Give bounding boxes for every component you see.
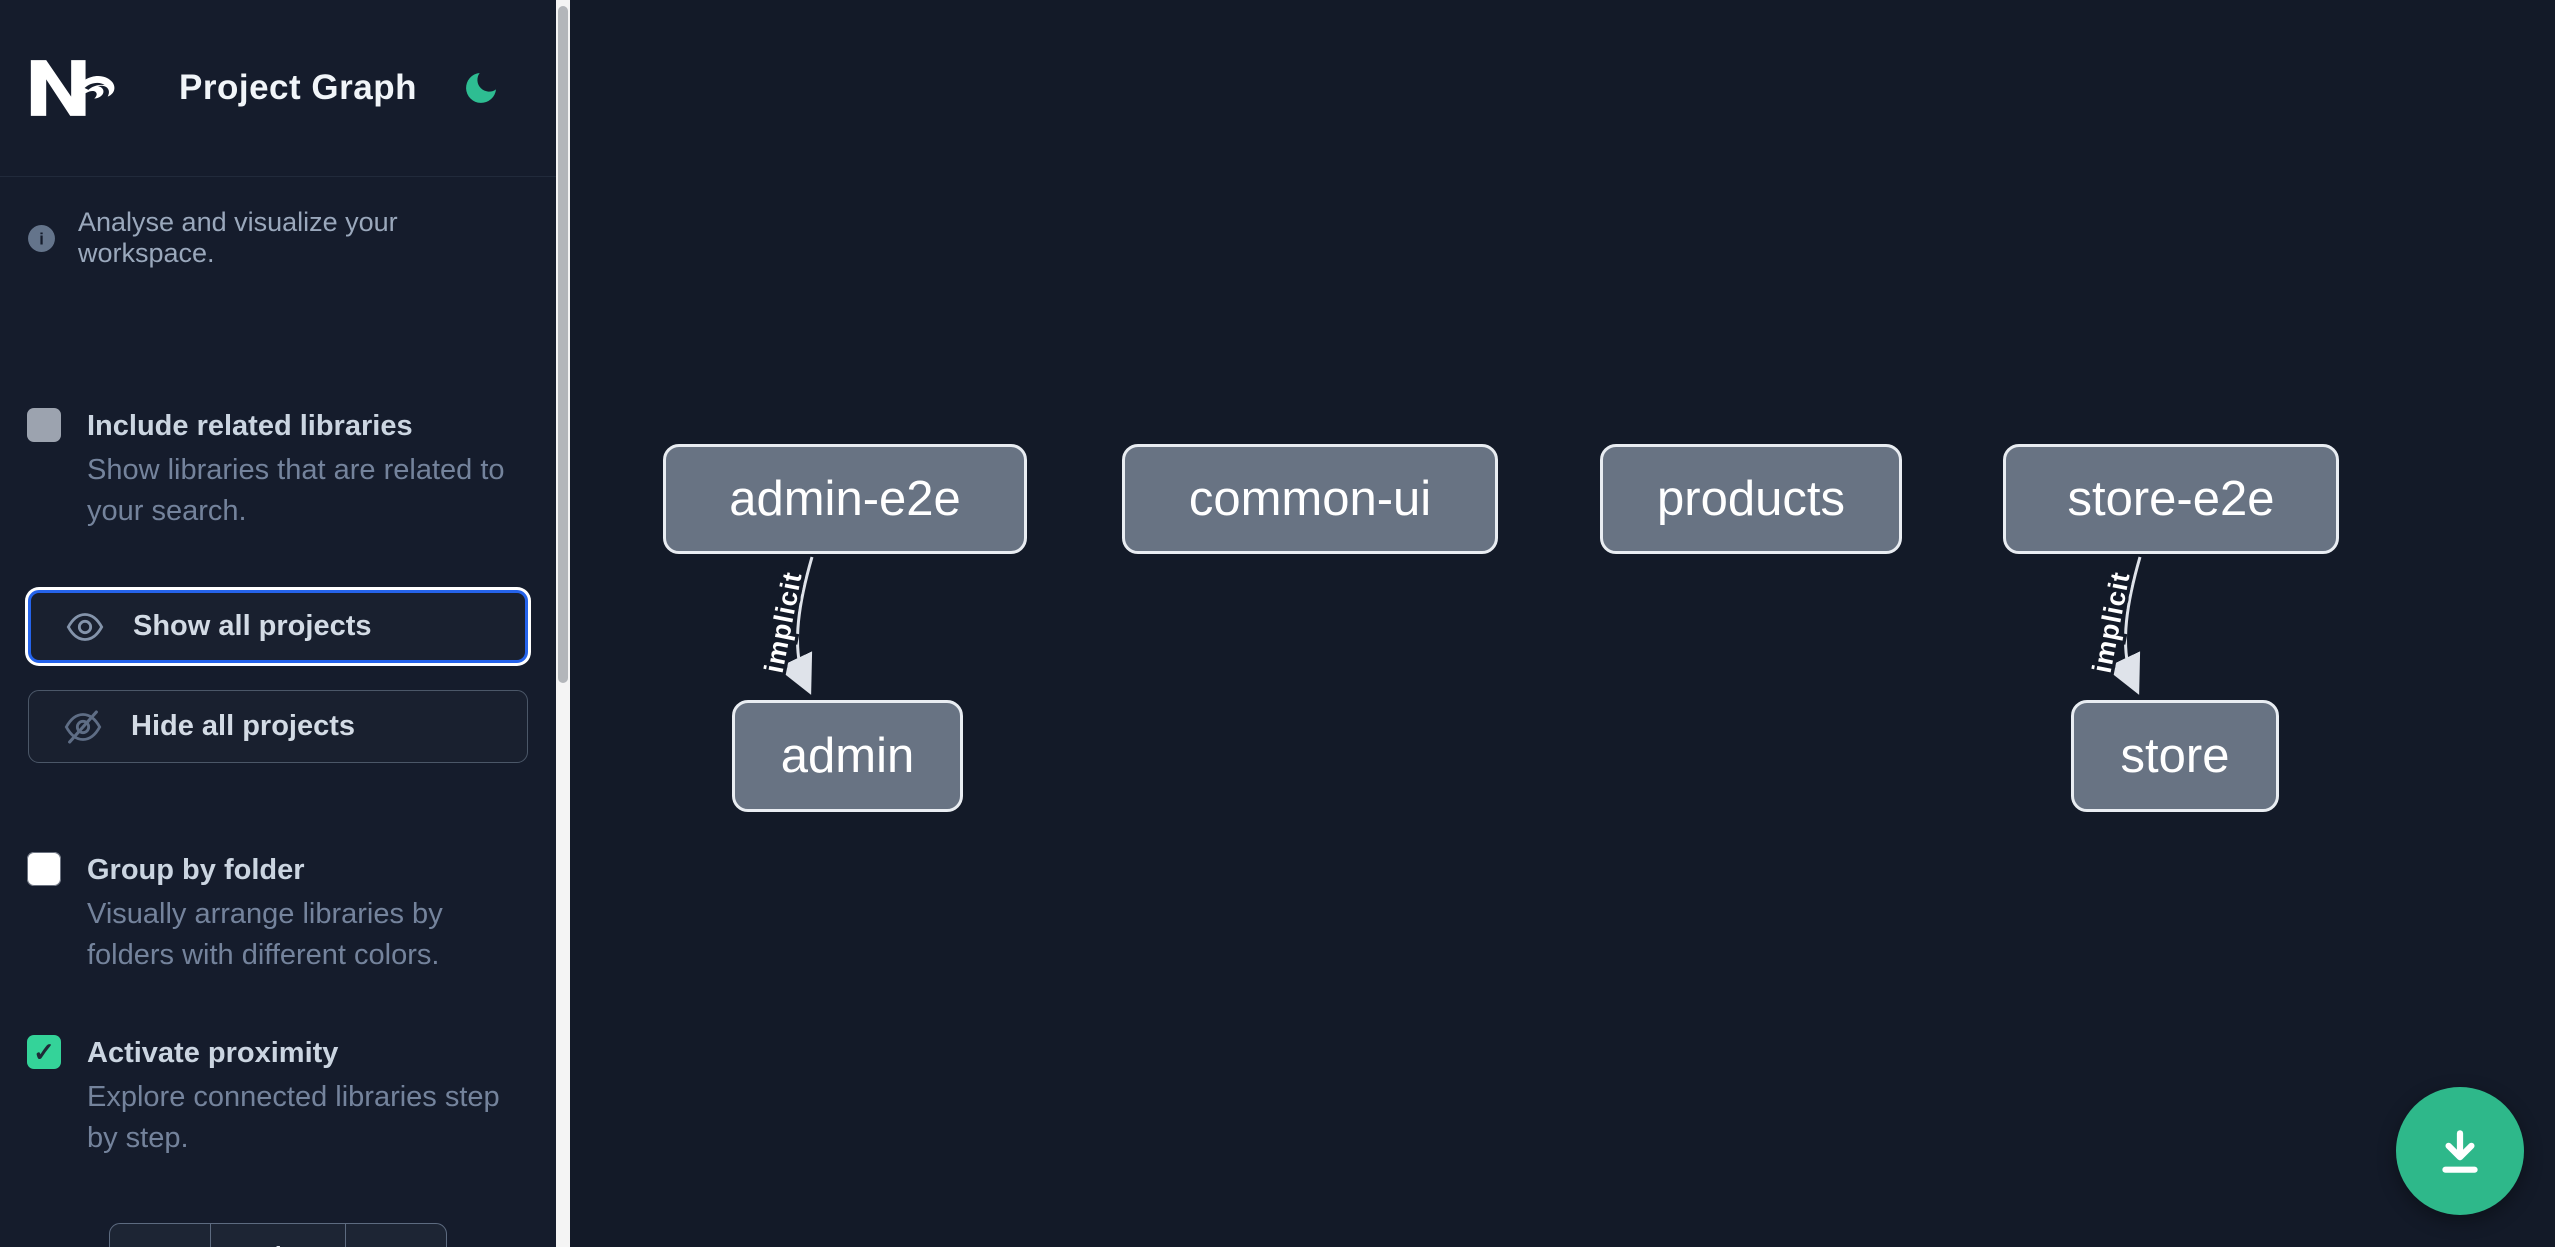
sidebar-scrollbar-track[interactable] [556, 0, 570, 1247]
eye-off-icon [64, 709, 102, 744]
nx-logo [30, 60, 115, 116]
sidebar: Project Graph i Analyse and visualize yo… [0, 0, 556, 1247]
proximity-increment-button[interactable]: + [346, 1224, 446, 1247]
graph-node-admin-e2e[interactable]: admin-e2e [663, 444, 1027, 554]
hide-all-projects-label: Hide all projects [131, 710, 356, 742]
toggle-activate-proximity: ✓ Activate proximity Explore connected l… [27, 1032, 529, 1159]
include-related-checkbox[interactable] [27, 408, 61, 442]
workspace-info-text: Analyse and visualize your workspace. [78, 207, 398, 268]
project-visibility-buttons: Show all projects Hide all projects [28, 590, 528, 763]
show-all-projects-label: Show all projects [133, 610, 372, 642]
activate-proximity-description: Explore connected libraries step by step… [87, 1081, 500, 1154]
proximity-depth-stepper: − 1 + [109, 1223, 447, 1247]
checkmark-icon: ✓ [33, 1036, 55, 1067]
group-by-folder-checkbox[interactable] [27, 852, 61, 886]
include-related-description: Show libraries that are related to your … [87, 454, 505, 527]
group-by-folder-label: Group by folder [87, 854, 305, 886]
toggle-text: Group by folder Visually arrange librari… [87, 849, 529, 976]
graph-node-admin[interactable]: admin [732, 700, 963, 812]
dark-mode-moon-icon[interactable] [461, 68, 501, 108]
hide-all-projects-button[interactable]: Hide all projects [28, 690, 528, 763]
show-all-projects-button[interactable]: Show all projects [28, 590, 528, 663]
workspace-info-row: i Analyse and visualize your workspace. [27, 207, 529, 269]
graph-canvas[interactable]: implicit implicit admin-e2e common-ui pr… [570, 0, 2555, 1247]
download-graph-button[interactable] [2396, 1087, 2524, 1215]
sidebar-scrollbar-thumb[interactable] [558, 6, 568, 683]
include-related-label: Include related libraries [87, 410, 413, 442]
graph-node-store-e2e[interactable]: store-e2e [2003, 444, 2339, 554]
group-by-folder-description: Visually arrange libraries by folders wi… [87, 898, 443, 971]
toggle-group-by-folder: Group by folder Visually arrange librari… [27, 849, 529, 976]
graph-node-products[interactable]: products [1600, 444, 1902, 554]
toggle-include-related: Include related libraries Show libraries… [27, 405, 529, 532]
toggle-text: Include related libraries Show libraries… [87, 405, 529, 532]
graph-node-common-ui[interactable]: common-ui [1122, 444, 1498, 554]
proximity-decrement-button[interactable]: − [110, 1224, 210, 1247]
page-title: Project Graph [179, 68, 417, 107]
edge-admin-e2e-to-admin[interactable] [776, 556, 814, 695]
graph-edges-layer: implicit implicit [755, 556, 2142, 695]
sidebar-header: Project Graph [0, 0, 556, 177]
download-icon [2442, 1130, 2478, 1173]
proximity-depth-value: 1 [210, 1224, 346, 1247]
activate-proximity-label: Activate proximity [87, 1037, 339, 1069]
info-icon: i [28, 224, 55, 252]
toggle-text: Activate proximity Explore connected lib… [87, 1032, 529, 1159]
activate-proximity-checkbox[interactable]: ✓ [27, 1035, 61, 1069]
info-icon-glyph: i [39, 229, 44, 248]
eye-icon [66, 612, 104, 641]
graph-node-store[interactable]: store [2071, 700, 2279, 812]
edge-store-e2e-to-store[interactable] [2104, 556, 2142, 695]
